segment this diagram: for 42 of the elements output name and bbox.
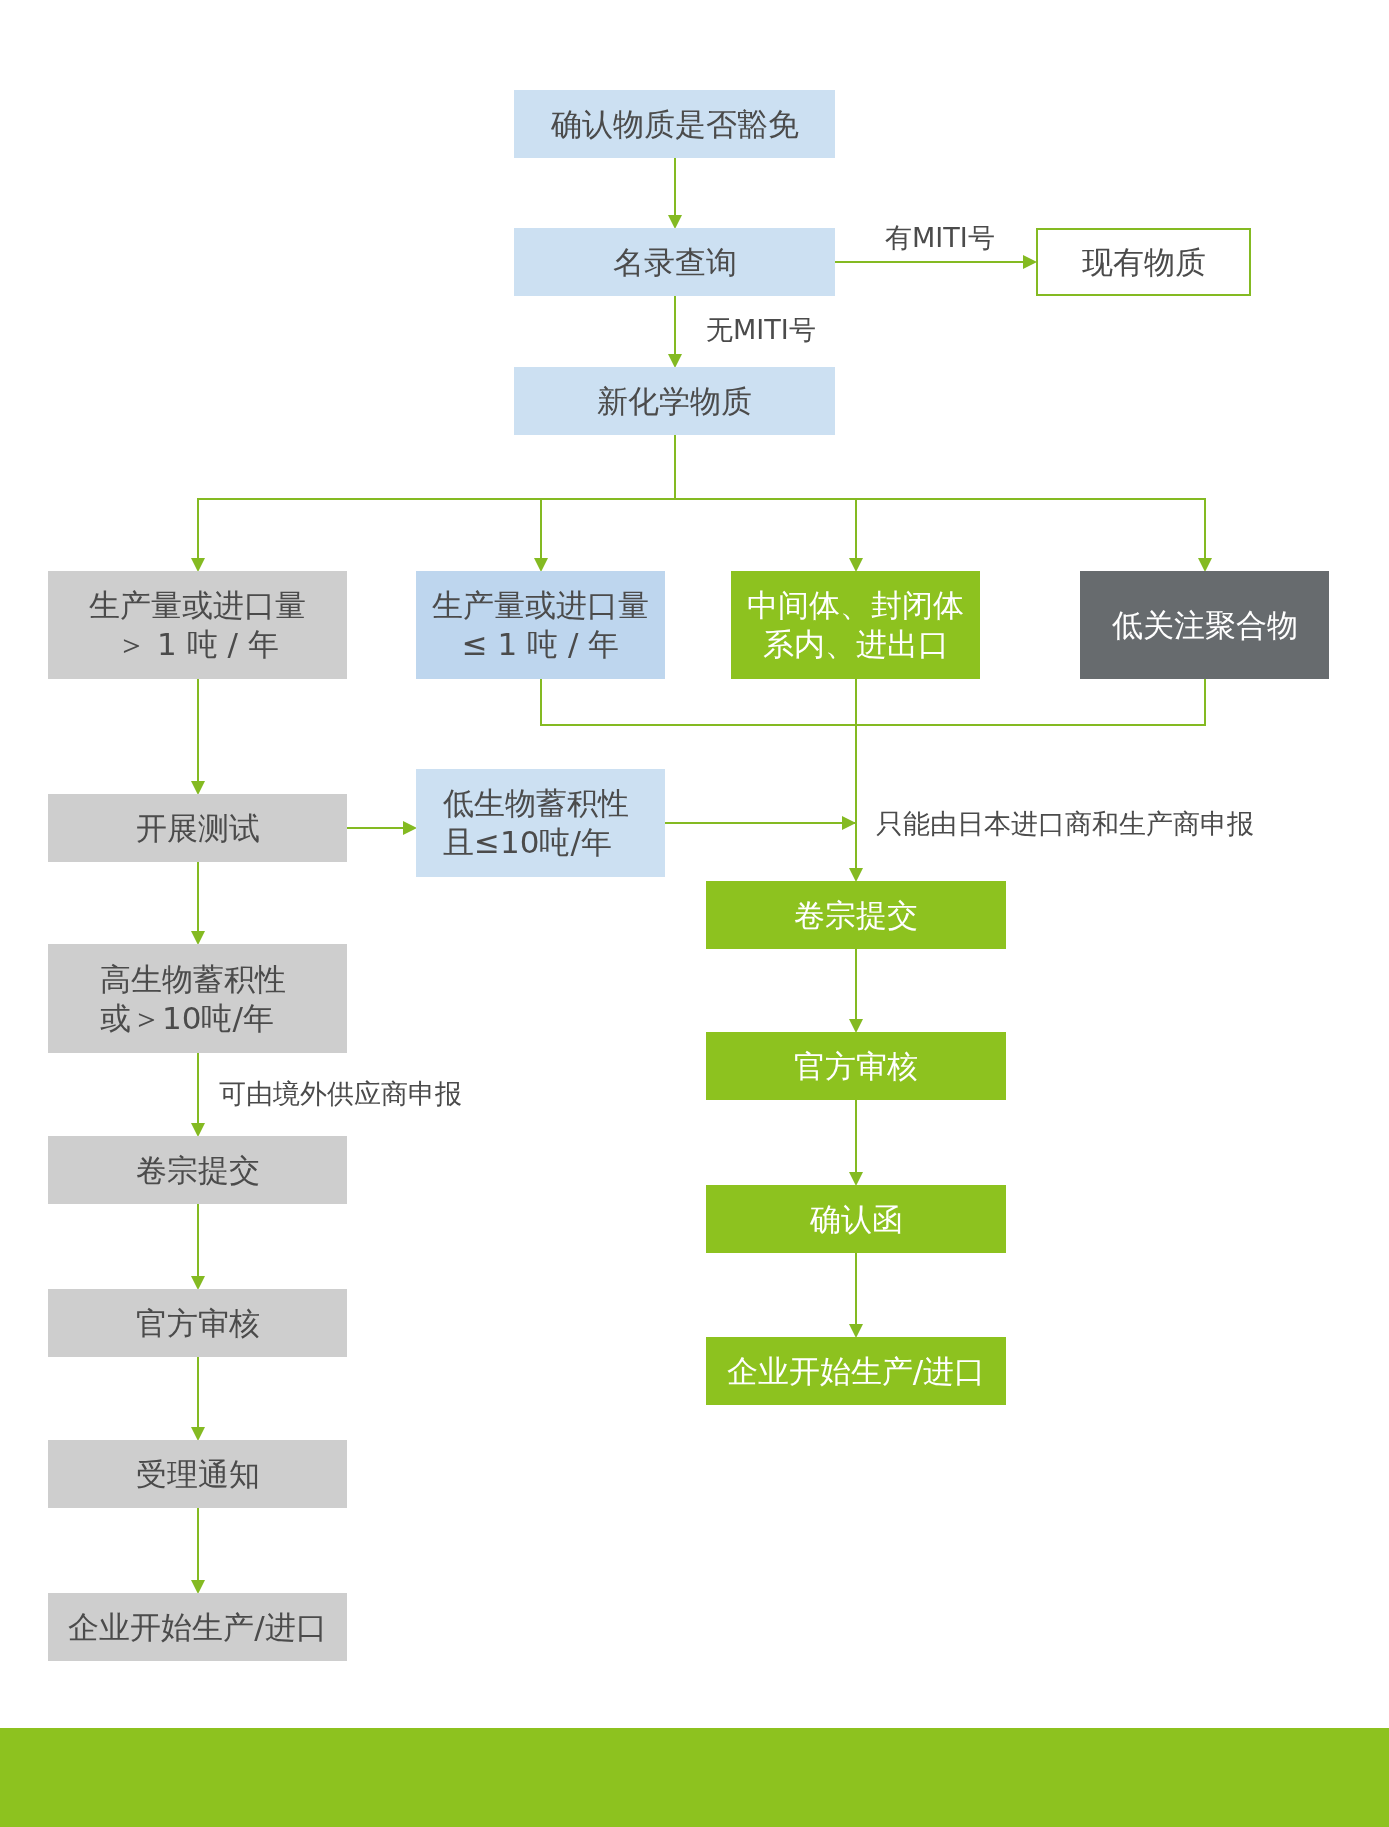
process-box: 企业开始生产/进口	[48, 1593, 347, 1661]
arrow	[849, 822, 863, 882]
arrow	[855, 498, 1212, 572]
arrow	[849, 1099, 863, 1186]
arrow	[849, 498, 863, 572]
process-box: 确认函	[706, 1185, 1006, 1253]
process-box: 低关注聚合物	[1080, 571, 1329, 679]
process-box: 名录查询	[514, 228, 835, 296]
edge-label: 可由境外供应商申报	[217, 1080, 464, 1108]
process-box: 卷宗提交	[48, 1136, 347, 1204]
arrow	[191, 1356, 205, 1441]
edge-label: 只能由日本进口商和生产商申报	[874, 810, 1256, 838]
arrow	[191, 1203, 205, 1290]
process-box: 中间体、封闭体系内、进出口	[731, 571, 980, 679]
process-box: 现有物质	[1036, 228, 1251, 296]
process-box: 开展测试	[48, 794, 347, 862]
arrow	[849, 948, 863, 1033]
process-box: 新化学物质	[514, 367, 835, 435]
arrow	[664, 816, 857, 830]
arrow	[668, 157, 682, 229]
process-box: 官方审核	[706, 1032, 1006, 1100]
arrow	[191, 498, 542, 572]
process-box: 生产量或进口量＞ 1 吨 / 年	[48, 571, 347, 679]
arrow	[834, 255, 1037, 269]
edge-label: 无MITI号	[704, 316, 818, 344]
process-box: 确认物质是否豁免	[514, 90, 835, 158]
arrow	[668, 295, 682, 368]
arrow	[849, 1252, 863, 1338]
arrow	[191, 861, 205, 945]
process-box: 官方审核	[48, 1289, 347, 1357]
process-box: 低生物蓄积性且≤10吨/年	[416, 769, 665, 877]
arrow	[191, 1507, 205, 1594]
arrow	[191, 1052, 205, 1137]
process-box: 卷宗提交	[706, 881, 1006, 949]
arrow	[534, 498, 548, 572]
edge-label: 有MITI号	[883, 224, 997, 252]
process-box: 生产量或进口量≤ 1 吨 / 年	[416, 571, 665, 679]
arrow	[346, 821, 417, 835]
process-box: 高生物蓄积性或＞10吨/年	[48, 944, 347, 1053]
process-box: 企业开始生产/进口	[706, 1337, 1006, 1405]
arrow	[191, 678, 205, 795]
process-box: 受理通知	[48, 1440, 347, 1508]
